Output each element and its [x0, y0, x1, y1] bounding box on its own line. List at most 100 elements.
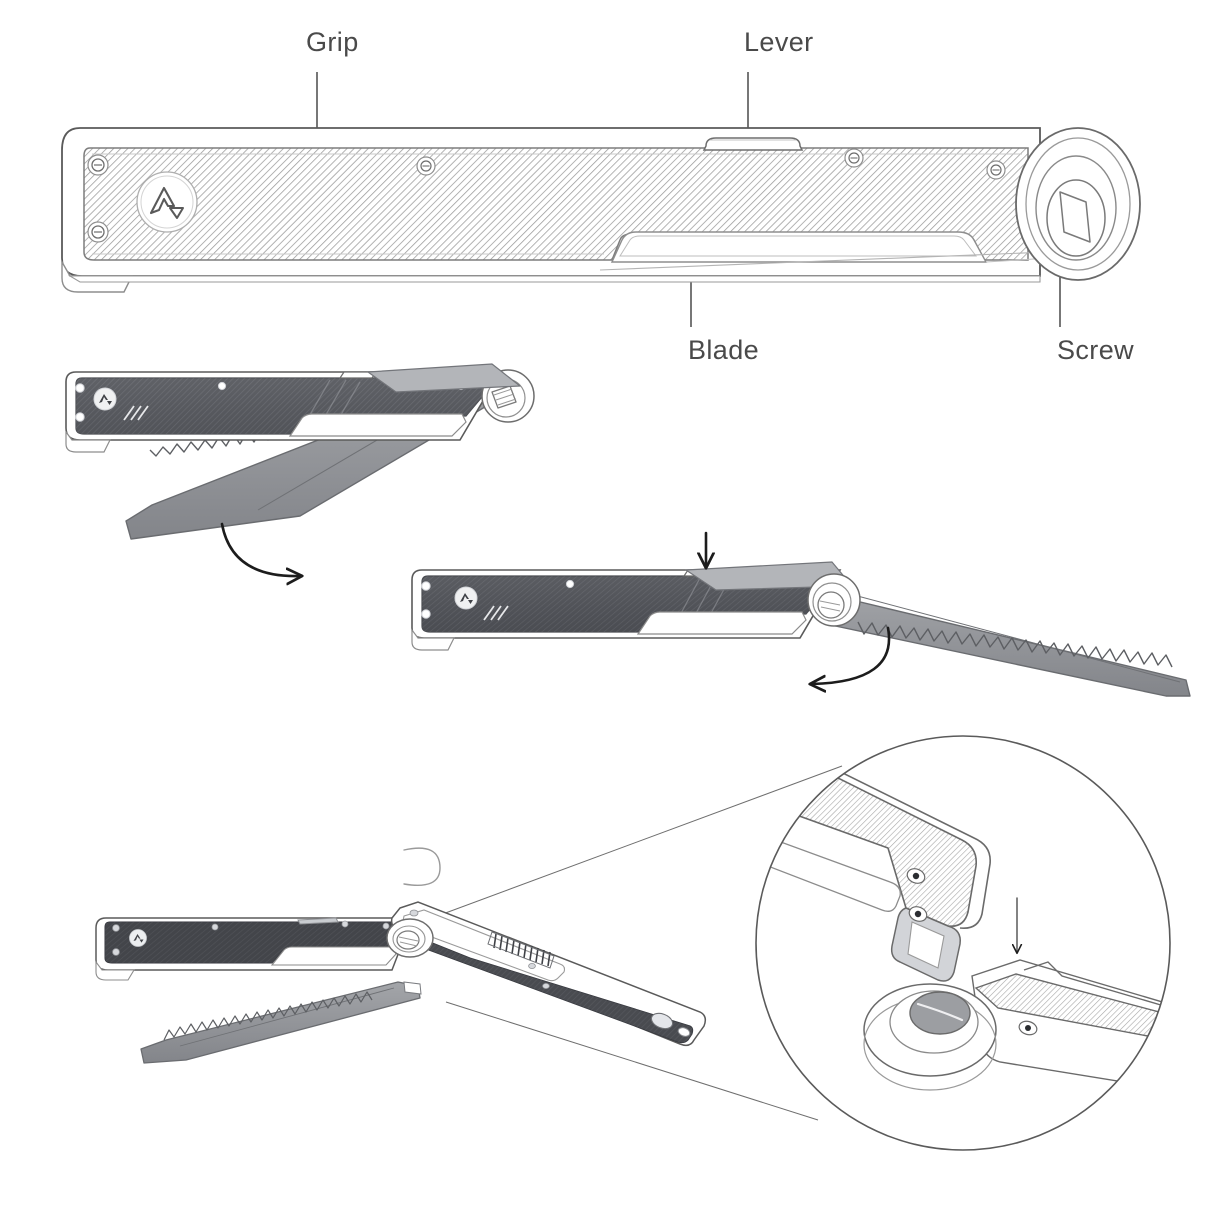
blade-hairline: [599, 251, 1049, 271]
blade-channel-inner: [619, 235, 977, 257]
callout-label-screw: Screw: [1057, 335, 1135, 365]
view-top-closed: [61, 127, 1141, 293]
detail-callout-cone: [431, 765, 843, 1121]
logo-mark-icon: [133, 934, 141, 941]
handle-bottom-lip: [65, 430, 111, 453]
spring-outline: [487, 931, 555, 969]
arrow-rotate-handle-icon: [403, 847, 441, 886]
blade-spine-line: [179, 987, 395, 1047]
screw-hole: [528, 963, 536, 970]
blade-spine-line: [849, 593, 1181, 683]
view-detail-circle: [755, 735, 1171, 1151]
grip-texture: [418, 938, 693, 1043]
view-exploded: [95, 847, 707, 1064]
screw-hole: [986, 160, 1006, 180]
screw-hole: [87, 154, 109, 176]
callout-cone-line-top: [431, 765, 843, 919]
logo-circle: [93, 387, 117, 411]
screw-slot-icon: [819, 600, 841, 612]
blade-channel-recess: [270, 946, 397, 966]
grip-texture: [105, 922, 410, 963]
grip-screw-holes: [112, 920, 390, 956]
screw-hole: [75, 383, 85, 393]
detail-lower-notch: [1023, 961, 1170, 1021]
callout-label-grip: Grip: [306, 27, 359, 57]
screw-hole: [542, 983, 550, 990]
pivot-screw-assembly: [386, 918, 434, 958]
logo-mark-icon: [460, 593, 469, 602]
logo-mark-triangle-icon: [169, 207, 184, 219]
blade-tang: [367, 363, 521, 393]
spring-detail: [493, 933, 551, 967]
handle-half-left-lip: [95, 960, 135, 981]
view-blade-right: [411, 561, 1191, 697]
screw-hole-center: [1025, 1025, 1031, 1031]
logo-mark-triangle-icon: [107, 401, 112, 405]
grip-screw-holes: [87, 148, 1006, 243]
screw-slot-icon: [398, 936, 419, 947]
screw-hole: [87, 221, 109, 243]
detail-arm-hook-inner: [907, 921, 945, 969]
view-blade-down: [65, 363, 535, 540]
brand-logo-badge: [136, 171, 198, 233]
screw-hole: [409, 909, 419, 917]
screw-hole: [217, 381, 227, 391]
lever-tab: [702, 137, 804, 151]
detail-arm-screws: [906, 868, 928, 922]
screw-slot-icon: [493, 388, 517, 406]
saw-blade-detached: [140, 981, 421, 1064]
pivot-hole-small: [677, 1027, 691, 1037]
screw-hole: [565, 579, 575, 589]
screw-hole-center: [914, 910, 922, 918]
brand-logo-badge: [93, 387, 117, 411]
pivot-screw-assembly: [1015, 127, 1141, 281]
blade-pivot-hole: [403, 981, 422, 995]
callout-label-lever: Lever: [744, 27, 814, 57]
screw-hole: [211, 923, 219, 931]
logo-circle: [454, 586, 478, 610]
screw-hole: [844, 148, 864, 168]
blade-teeth: [163, 991, 373, 1041]
screw-head: [817, 591, 845, 619]
handle-half-right: [390, 901, 707, 1047]
screw-hole-center: [912, 872, 920, 880]
detail-arm-top-edge: [756, 736, 991, 930]
screw-slot-icon: [1059, 191, 1091, 243]
pivot-hole: [650, 1012, 674, 1030]
grip-slash-marks: [123, 405, 149, 421]
logo-mark-icon: [99, 394, 108, 403]
logo-mark-triangle-icon: [139, 939, 144, 943]
arrow-fold-2-icon: [812, 626, 891, 684]
logo-circle: [129, 929, 147, 947]
callout-label-blade: Blade: [688, 335, 760, 365]
brand-logo-badge: [454, 586, 478, 610]
detail-circle-boundary: [755, 735, 1171, 1151]
screw-hole: [421, 581, 431, 591]
pivot-hole-group: [650, 1012, 691, 1037]
brand-logo-badge: [129, 929, 147, 947]
screw-hole: [382, 922, 390, 930]
screw-slot-icon: [916, 1002, 964, 1022]
screw-hole: [112, 924, 120, 932]
logo-circle-inner: [140, 175, 194, 229]
grip-texture: [76, 378, 498, 434]
screw-head: [396, 930, 420, 950]
detail-arm-slot: [756, 829, 901, 912]
blade-teeth: [857, 621, 1173, 668]
logo-mark-icon: [149, 186, 176, 215]
inner-channel-slot: [401, 909, 566, 982]
screw-hole: [421, 609, 431, 619]
handle-bottom-lip: [411, 628, 455, 651]
blade-channel-recess: [636, 611, 807, 635]
screw-hole: [112, 948, 120, 956]
screw-hole: [75, 412, 85, 422]
grip-slash-marks: [483, 605, 509, 621]
arrow-fold-1-icon: [220, 522, 300, 576]
handle-bottom-lip-shadow: [68, 275, 1041, 283]
lever-tab: [297, 917, 339, 925]
logo-mark-triangle-icon: [468, 600, 473, 604]
screw-hole: [416, 156, 436, 176]
pivot-screw-assembly: [807, 573, 861, 627]
callout-cone-line-bottom: [445, 1001, 819, 1121]
